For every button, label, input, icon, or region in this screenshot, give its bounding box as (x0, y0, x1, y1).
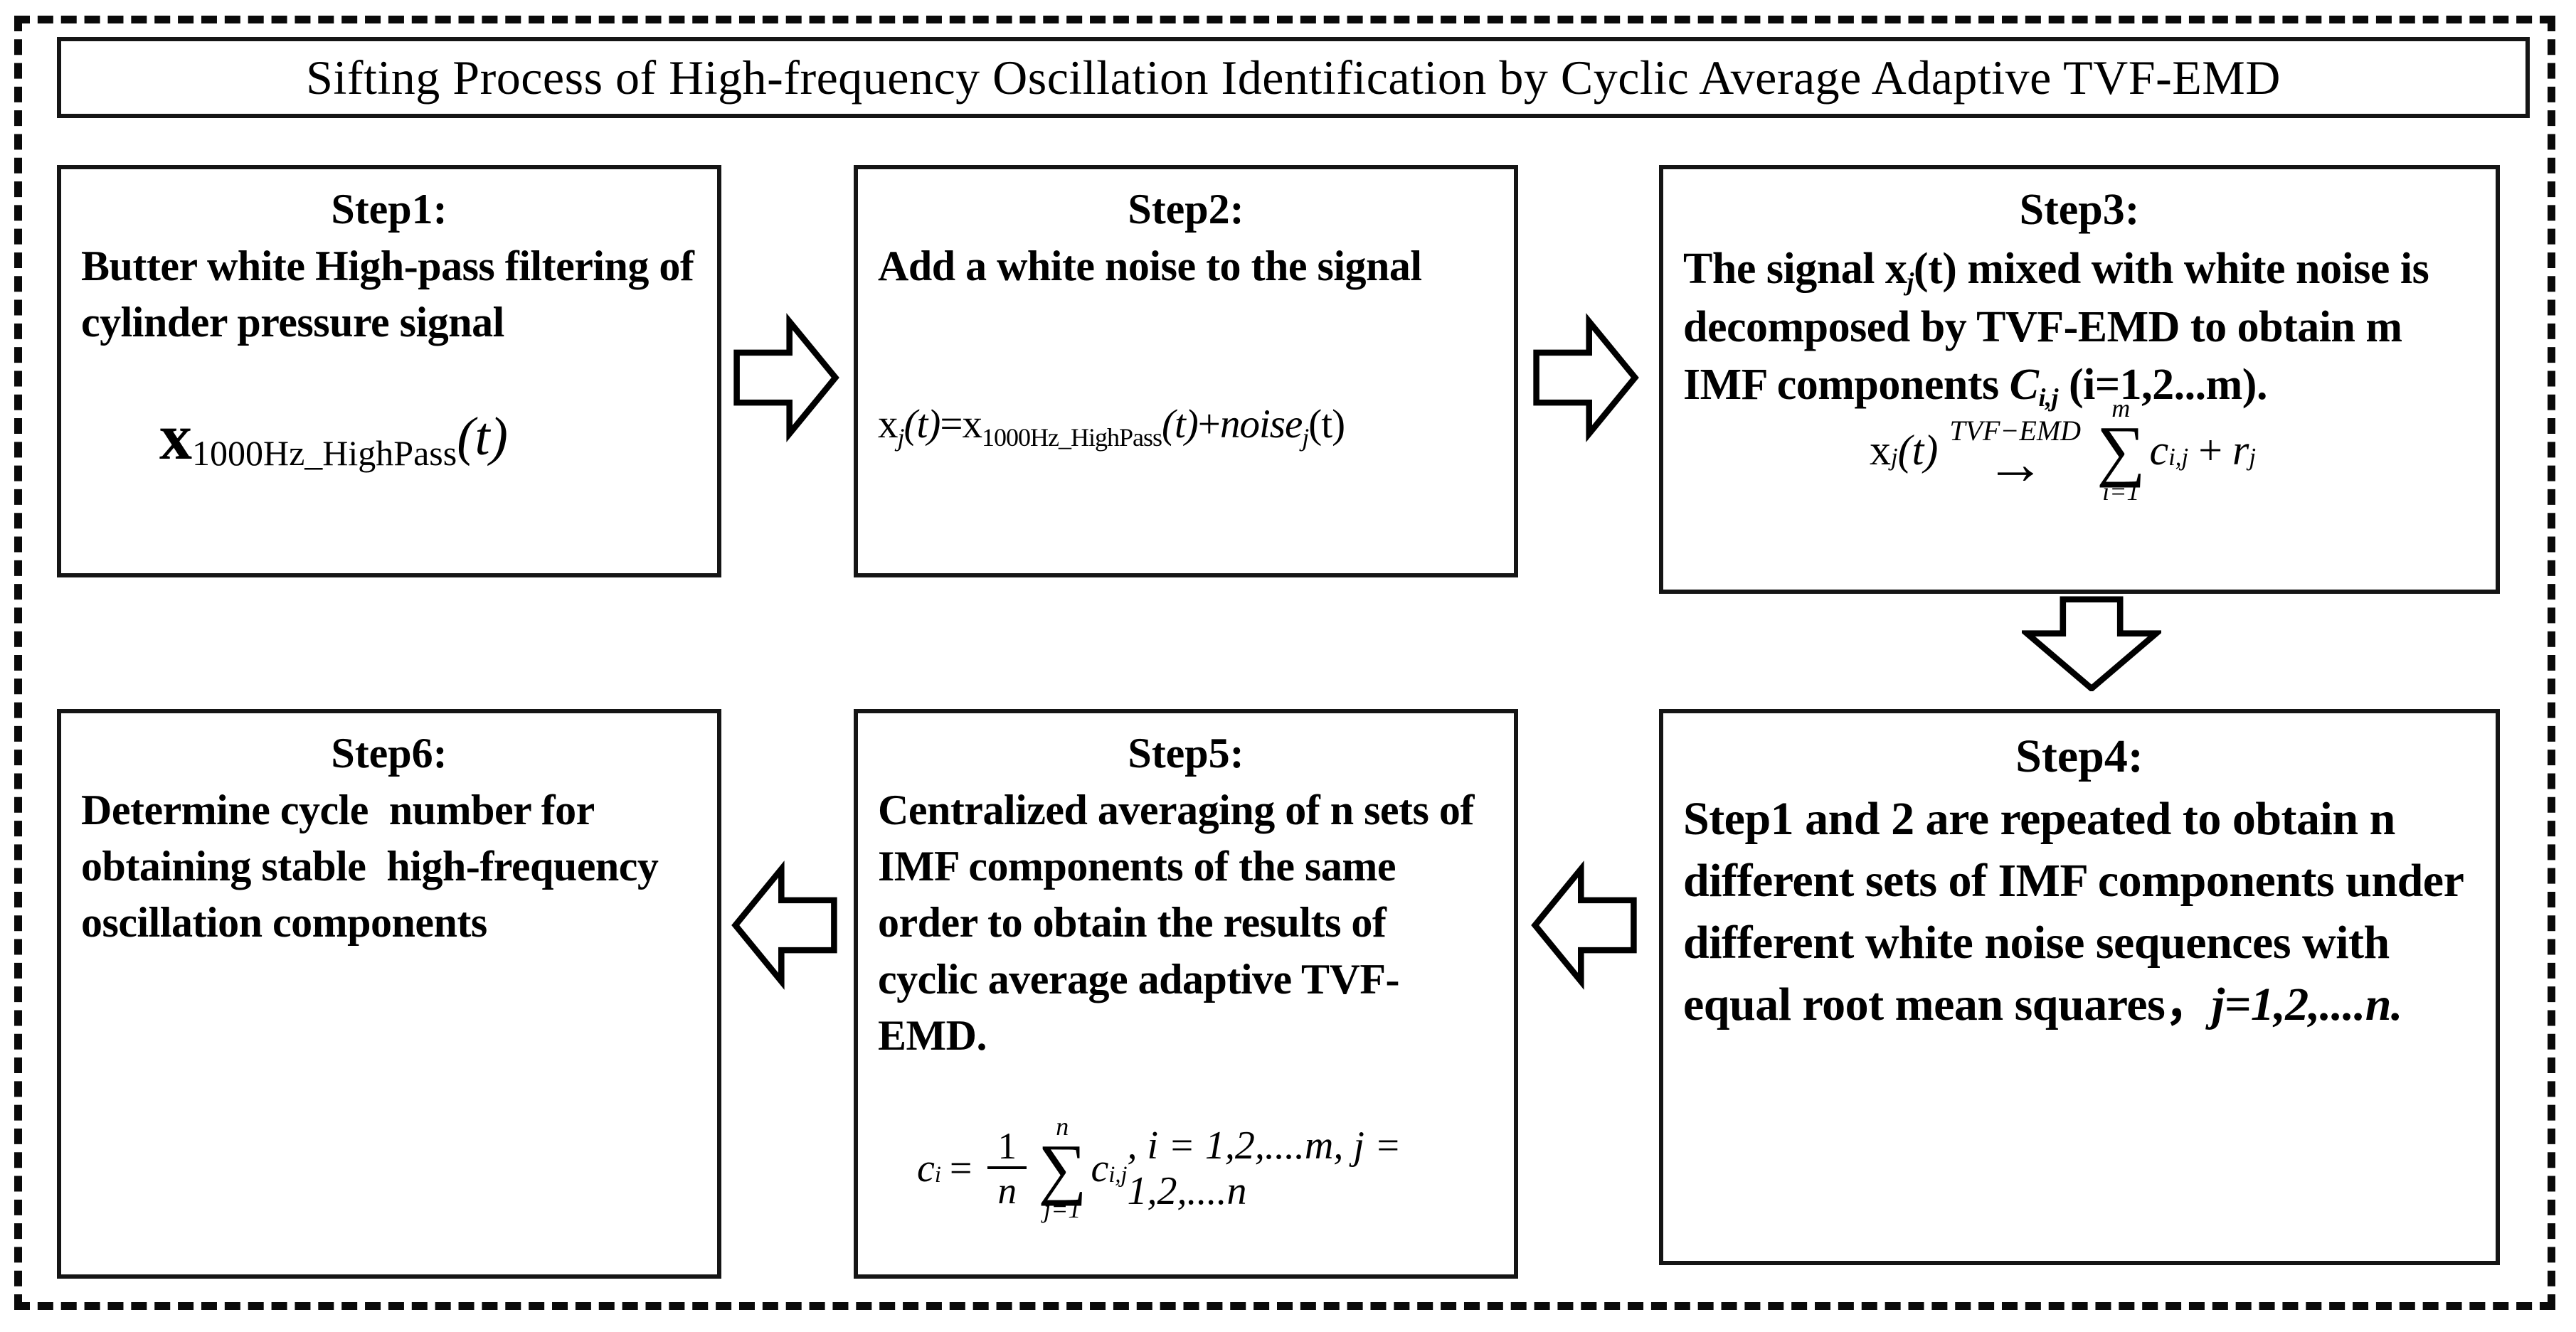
step6-body: Determine cycle number for obtaining sta… (81, 787, 669, 947)
step6-heading: Step6: (331, 730, 447, 777)
formula-tail: , i = 1,2,....m, j = 1,2,....n (1127, 1124, 1401, 1214)
formula-c-sub: i,j (2168, 442, 2189, 471)
step3-box: Step3: The signal xj(t) mixed with white… (1659, 165, 2500, 594)
step3-heading: Step3: (2019, 186, 2140, 234)
formula-arg: (t) (457, 406, 508, 467)
formula-c2: c (1091, 1146, 1109, 1191)
formula-eq: = (949, 1146, 972, 1191)
step5-body: Centralized averaging of n sets of IMF c… (878, 787, 1485, 1059)
formula-x: x (1870, 426, 1891, 474)
formula-t2: (t) (1161, 402, 1199, 447)
formula-x1: x (878, 402, 898, 447)
maps-to-arrow: TVF−EMD → (1949, 414, 2082, 497)
step1-body: Butter white High-pass filtering of cyli… (81, 243, 704, 346)
arrow-left-icon (1531, 861, 1637, 990)
arrow-down-icon (2022, 596, 2161, 691)
fraction: 1 n (987, 1126, 1027, 1211)
step5-heading: Step5: (1128, 730, 1244, 777)
diagram-title: Sifting Process of High-frequency Oscill… (306, 50, 2281, 105)
outer-dashed-border (14, 16, 2555, 1310)
step3-c: C (2009, 361, 2039, 410)
step4-body-text: Step1 and 2 are repeated to obtain n dif… (1683, 793, 2475, 1031)
step3-body-part3: (i=1,2...m). (2057, 361, 2268, 410)
step3-c-sub: i,j (2038, 383, 2058, 412)
fraction-denominator: n (987, 1166, 1027, 1211)
diagram-title-box: Sifting Process of High-frequency Oscill… (57, 37, 2530, 118)
step4-heading: Step4: (2015, 730, 2143, 782)
formula-eq: = (940, 402, 963, 447)
formula-t3: (t) (1308, 402, 1345, 447)
formula-c-sub: i (934, 1161, 941, 1188)
formula-r: r (2232, 426, 2249, 474)
arrow-left-icon (731, 861, 837, 990)
step4-body: Step1 and 2 are repeated to obtain n dif… (1683, 788, 2476, 1035)
formula-subscript: 1000Hz_HighPass (192, 432, 457, 473)
formula-x: x (159, 400, 192, 474)
step2-body: Add a white noise to the signal (878, 243, 1422, 289)
fraction-numerator: 1 (997, 1124, 1017, 1167)
step1-box: Step1: Butter white High-pass filtering … (57, 165, 721, 577)
step3-body-sub-j: j (1907, 267, 1914, 296)
sum-upper: m (2111, 394, 2131, 422)
right-arrow-glyph: → (1985, 430, 2045, 497)
summation: n ∑ j=1 (1038, 1112, 1087, 1224)
formula-x2: x (962, 402, 982, 447)
step3-body-part1: The signal x (1683, 244, 1907, 293)
step4-box: Step4: Step1 and 2 are repeated to obtai… (1659, 709, 2500, 1265)
step5-box: Step5: Centralized averaging of n sets o… (854, 709, 1518, 1279)
tvf-emd-label: TVF−EMD (1949, 414, 2082, 447)
formula-noise: noise (1219, 402, 1303, 447)
sigma-icon: ∑ (1038, 1129, 1087, 1206)
step1-heading: Step1: (331, 186, 447, 233)
formula-r-sub: j (2249, 442, 2257, 471)
formula-c: c (2149, 426, 2169, 474)
sum-lower: j=1 (1044, 1195, 1081, 1224)
sum-lower: i=1 (2102, 476, 2140, 506)
step3-body: The signal xj(t) mixed with white noise … (1683, 240, 2476, 415)
formula-t1: (t) (903, 402, 941, 447)
sigma-icon: ∑ (2097, 411, 2146, 488)
arrow-right-icon (733, 313, 839, 442)
formula-j1: j (897, 422, 905, 452)
formula-plus: + (1197, 402, 1221, 447)
arrow-right-icon (1533, 313, 1639, 442)
step2-box: Step2: Add a white noise to the signal x… (854, 165, 1518, 577)
formula-c: c (917, 1146, 935, 1191)
formula-j2: j (1302, 422, 1309, 452)
formula-j: j (1891, 442, 1898, 471)
formula-t: (t) (1897, 426, 1939, 474)
step6-box: Step6: Determine cycle number for obtain… (57, 709, 721, 1279)
formula-plus: + (2198, 426, 2223, 474)
step3-body-part2: (t) mixed with white noise is decomposed… (1683, 244, 2440, 410)
sum-upper: n (1056, 1112, 1069, 1141)
formula-c2-sub: i,j (1108, 1161, 1128, 1188)
step2-heading: Step2: (1128, 186, 1244, 233)
step4-body-italic: j=1,2,....n. (2211, 979, 2403, 1031)
formula-sub2: 1000Hz_HighPass (981, 422, 1162, 452)
summation: m ∑ i=1 (2097, 395, 2145, 505)
